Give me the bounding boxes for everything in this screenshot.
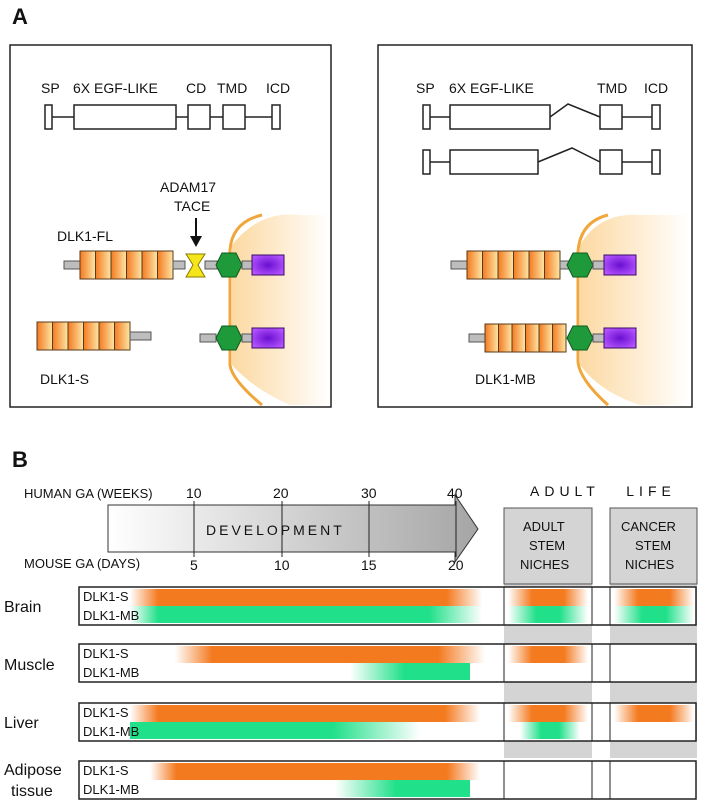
development-arrow — [107, 493, 479, 564]
muscle-row: DLK1-S DLK1-MB — [78, 643, 697, 683]
cancer-stem-line3: NICHES — [625, 557, 674, 572]
mouse-tick-15: 15 — [361, 557, 377, 573]
brain-s-label: DLK1-S — [83, 589, 129, 604]
cd-label: CD — [186, 80, 206, 96]
dlk1-s-label: DLK1-S — [40, 371, 89, 387]
cell-membrane-right — [576, 213, 609, 407]
brain-mb-adult-bar — [508, 606, 588, 623]
tissue-adipose-line2: tissue — [11, 783, 53, 800]
dlk1-mb-protein-2 — [468, 323, 637, 353]
development-label: DEVELOPMENT — [206, 522, 345, 538]
human-tick-20: 20 — [273, 485, 289, 501]
domain-map-variant-1 — [422, 103, 661, 130]
human-ga-label: HUMAN GA (WEEKS) — [24, 486, 153, 501]
liver-s-development-bar — [130, 705, 480, 722]
membrane-fragment — [199, 325, 285, 351]
human-tick-10: 10 — [186, 485, 202, 501]
tace-label: TACE — [174, 198, 210, 214]
liver-mb-development-bar — [130, 722, 420, 739]
muscle-mb-label: DLK1-MB — [83, 665, 139, 680]
cancer-stem-line1: CANCER — [621, 519, 676, 534]
icd-label-right: ICD — [644, 80, 668, 96]
cancer-stem-line2: STEM — [635, 538, 671, 553]
mouse-tick-5: 5 — [190, 557, 198, 573]
liver-mb-label: DLK1-MB — [83, 724, 139, 739]
adult-stem-line1: ADULT — [523, 519, 565, 534]
adipose-s-development-bar — [150, 763, 480, 780]
tmd-label-right: TMD — [597, 80, 627, 96]
cleavage-arrow — [190, 218, 202, 247]
adipose-s-label: DLK1-S — [83, 763, 129, 778]
dlk1-mb-protein-1 — [450, 250, 637, 280]
sp-label-right: SP — [416, 80, 435, 96]
domain-map-variant-2 — [422, 147, 661, 175]
brain-s-cancer-bar — [614, 589, 694, 606]
brain-mb-label: DLK1-MB — [83, 608, 139, 623]
gestation-tick-lines — [193, 501, 457, 557]
tissue-brain: Brain — [4, 599, 41, 616]
brain-mb-development-bar — [130, 606, 482, 623]
cell-interior-left — [232, 214, 330, 405]
adult-stem-header — [503, 507, 593, 585]
sp-label: SP — [41, 80, 60, 96]
egf-label: 6X EGF-LIKE — [73, 80, 158, 96]
cell-interior-right — [580, 214, 690, 405]
liver-mb-adult-bar — [520, 722, 580, 739]
mouse-tick-20: 20 — [448, 557, 464, 573]
adipose-mb-label: DLK1-MB — [83, 782, 139, 797]
panel-b-letter: B — [12, 447, 28, 472]
liver-s-adult-bar — [508, 705, 588, 722]
icd-box — [251, 254, 285, 276]
dlk1-mb-label: DLK1-MB — [475, 371, 536, 387]
mouse-tick-10: 10 — [274, 557, 290, 573]
tissue-muscle: Muscle — [4, 657, 55, 674]
adipose-row: DLK1-S DLK1-MB — [78, 760, 697, 800]
egf-label-right: 6X EGF-LIKE — [449, 80, 534, 96]
adult-stem-line3: NICHES — [520, 557, 569, 572]
liver-s-cancer-bar — [614, 705, 694, 722]
cancer-stem-header — [609, 507, 698, 585]
muscle-s-development-bar — [175, 646, 485, 663]
adam17-label: ADAM17 — [160, 179, 216, 195]
icd-label: ICD — [266, 80, 290, 96]
dlk1-fl-label: DLK1-FL — [57, 228, 113, 244]
human-tick-40: 40 — [447, 485, 463, 501]
domain-map-full-length — [44, 104, 281, 130]
tmd-label: TMD — [217, 80, 247, 96]
tmd-hexagon — [215, 252, 243, 278]
tace-cleavage-site — [185, 253, 206, 278]
adipose-mb-development-bar — [335, 780, 470, 797]
brain-s-development-bar — [130, 589, 482, 606]
adult-stem-line2: STEM — [529, 538, 565, 553]
liver-row: DLK1-S DLK1-MB — [78, 702, 697, 742]
tissue-liver: Liver — [4, 715, 39, 732]
brain-row: DLK1-S DLK1-MB — [78, 586, 697, 626]
tissue-adipose-line1: Adipose — [4, 762, 62, 779]
muscle-s-label: DLK1-S — [83, 646, 129, 661]
mouse-ga-label: MOUSE GA (DAYS) — [24, 556, 140, 571]
brain-mb-cancer-bar — [614, 606, 694, 623]
adult-life-label: ADULT LIFE — [530, 483, 676, 499]
dlk1-s-protein — [36, 321, 152, 351]
panel-a-letter: A — [12, 4, 28, 29]
human-tick-30: 30 — [361, 485, 377, 501]
liver-s-label: DLK1-S — [83, 705, 129, 720]
brain-s-adult-bar — [508, 589, 588, 606]
cell-membrane-left — [228, 213, 263, 407]
dlk1-fl-protein — [63, 250, 285, 280]
muscle-mb-development-bar — [350, 663, 470, 680]
muscle-s-adult-bar — [508, 646, 588, 663]
